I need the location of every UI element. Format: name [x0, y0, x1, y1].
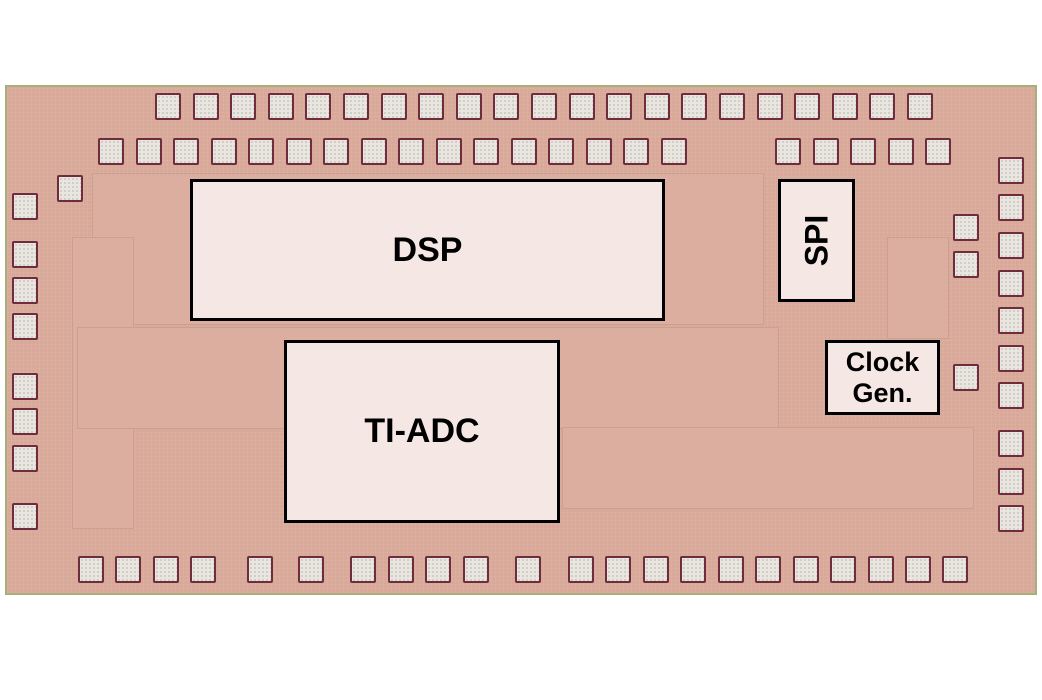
bond-pad: [305, 93, 332, 120]
bond-pad: [850, 138, 876, 165]
bond-pad: [606, 93, 633, 120]
bond-pad: [623, 138, 649, 165]
bond-pad: [681, 93, 708, 120]
bond-pad: [98, 138, 124, 165]
bond-pad: [12, 445, 38, 472]
clock-gen-label-line2: Gen.: [852, 377, 913, 408]
bond-pad: [473, 138, 499, 165]
bond-pad: [510, 138, 537, 165]
dsp-block: DSP: [190, 179, 665, 321]
bond-pad: [905, 556, 931, 583]
bond-pad: [998, 194, 1024, 221]
bond-pad: [680, 556, 706, 583]
bond-pad: [267, 93, 294, 120]
bond-pad: [78, 556, 104, 583]
bond-pad: [192, 93, 219, 120]
bond-pad: [12, 503, 38, 530]
bond-pad: [998, 232, 1024, 259]
bond-pad: [719, 93, 745, 120]
bond-pad: [812, 138, 839, 165]
bond-pad: [831, 93, 858, 120]
bond-pad: [435, 138, 462, 165]
bond-pad: [998, 505, 1024, 532]
bond-pad: [12, 408, 38, 435]
bond-pad: [12, 277, 38, 304]
bond-pad: [210, 138, 237, 165]
bond-pad: [380, 93, 407, 120]
bond-pad: [463, 556, 489, 583]
clock-gen-label-line1: Clock: [845, 346, 920, 377]
bond-pad: [953, 214, 979, 241]
bond-pad: [868, 556, 894, 583]
bond-pad: [953, 251, 979, 278]
bond-pad: [135, 138, 162, 165]
bond-pad: [718, 556, 744, 583]
bond-pad: [418, 93, 445, 120]
bond-pad: [425, 556, 451, 583]
bond-pad: [155, 93, 181, 120]
bond-pad: [605, 556, 631, 583]
bond-pad: [998, 270, 1024, 297]
bond-pad: [12, 193, 38, 220]
analog-routing-bottom: [562, 427, 974, 509]
bond-pad: [998, 382, 1024, 409]
bond-pad: [398, 138, 424, 165]
clock-gen-block: Clock Gen.: [825, 340, 940, 415]
bond-pad: [360, 138, 387, 165]
bond-pad: [57, 175, 83, 202]
bond-pad: [548, 138, 574, 165]
bond-pad: [942, 556, 968, 583]
bond-pad: [247, 556, 273, 583]
bond-pad: [173, 138, 199, 165]
bond-pad: [775, 138, 801, 165]
bond-pad: [643, 556, 669, 583]
bond-pad: [830, 556, 856, 583]
bond-pad: [12, 313, 38, 340]
bond-pad: [455, 93, 482, 120]
bond-pad: [285, 138, 312, 165]
bond-pad: [248, 138, 274, 165]
bond-pad: [568, 556, 594, 583]
dsp-label: DSP: [392, 230, 463, 269]
bond-pad: [115, 556, 141, 583]
bond-pad: [493, 93, 520, 120]
bond-pad: [190, 556, 216, 583]
bond-pad: [869, 93, 896, 120]
bond-pad: [755, 556, 781, 583]
bond-pad: [298, 556, 324, 583]
bond-pad: [998, 157, 1024, 184]
bond-pad: [515, 556, 541, 583]
bond-pad: [907, 93, 933, 120]
bond-pad: [793, 556, 819, 583]
bond-pad: [568, 93, 595, 120]
bond-pad: [660, 138, 687, 165]
bond-pad: [998, 345, 1024, 372]
bond-pad: [887, 138, 914, 165]
bond-pad: [998, 307, 1024, 334]
bond-pad: [531, 93, 557, 120]
bond-pad: [12, 241, 38, 268]
bond-pad: [12, 373, 38, 400]
bond-pad: [323, 138, 349, 165]
ti-adc-block: TI-ADC: [284, 340, 560, 523]
bond-pad: [585, 138, 612, 165]
bond-pad: [350, 556, 376, 583]
bond-pad: [153, 556, 179, 583]
ti-adc-label: TI-ADC: [364, 412, 480, 450]
bond-pad: [925, 138, 951, 165]
spi-label: SPI: [797, 214, 834, 267]
bond-pad: [998, 468, 1024, 495]
bond-pad: [230, 93, 257, 120]
bond-pad: [756, 93, 783, 120]
clock-region: [887, 237, 949, 339]
bond-pad: [343, 93, 369, 120]
bond-pad: [998, 430, 1024, 457]
bond-pad: [794, 93, 821, 120]
bond-pad: [953, 364, 979, 391]
bond-pad: [388, 556, 414, 583]
bond-pad: [643, 93, 670, 120]
spi-block: SPI: [778, 179, 855, 302]
